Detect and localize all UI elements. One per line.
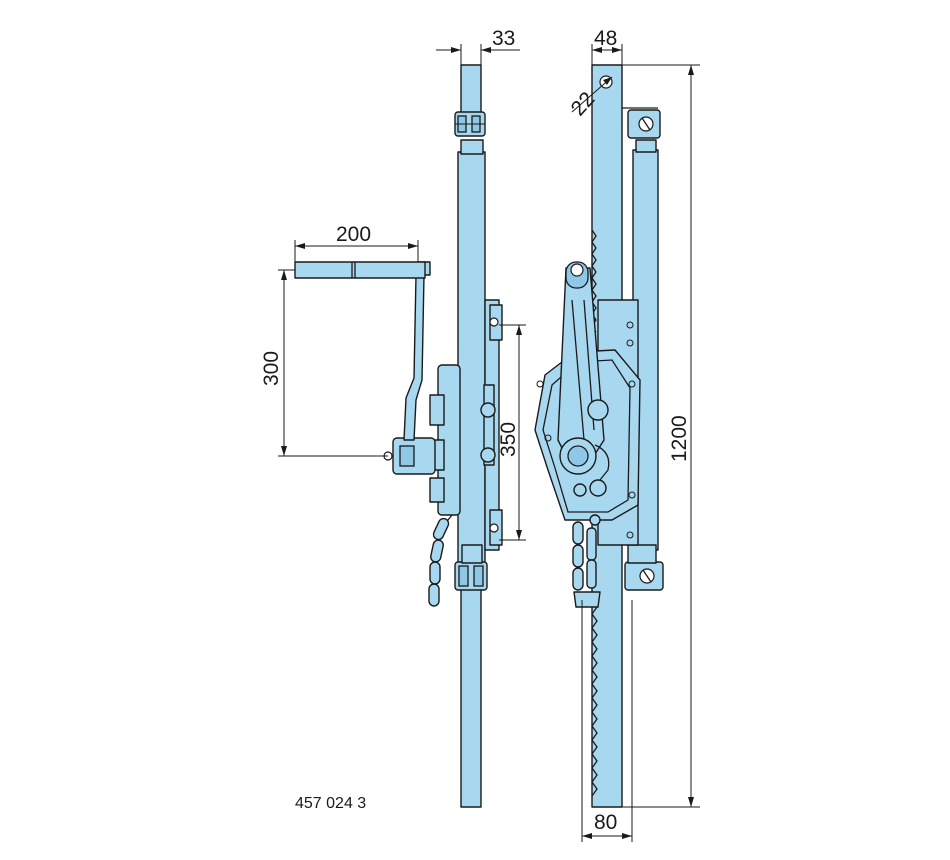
dim-side-width: 33 (492, 27, 515, 50)
dim-base-width: 80 (594, 811, 617, 834)
side-chain (428, 514, 453, 607)
side-view (294, 64, 503, 808)
dim-front-width: 48 (594, 27, 617, 50)
part-number: 457 024 3 (295, 795, 366, 812)
front-view (534, 64, 664, 808)
dim-crank-height: 300 (260, 351, 283, 386)
dim-crank-length: 200 (336, 223, 371, 246)
dimension-lines (278, 44, 700, 842)
front-chain (572, 521, 601, 608)
dim-mount-spacing: 350 (497, 422, 520, 457)
dim-total-height: 1200 (668, 415, 691, 462)
